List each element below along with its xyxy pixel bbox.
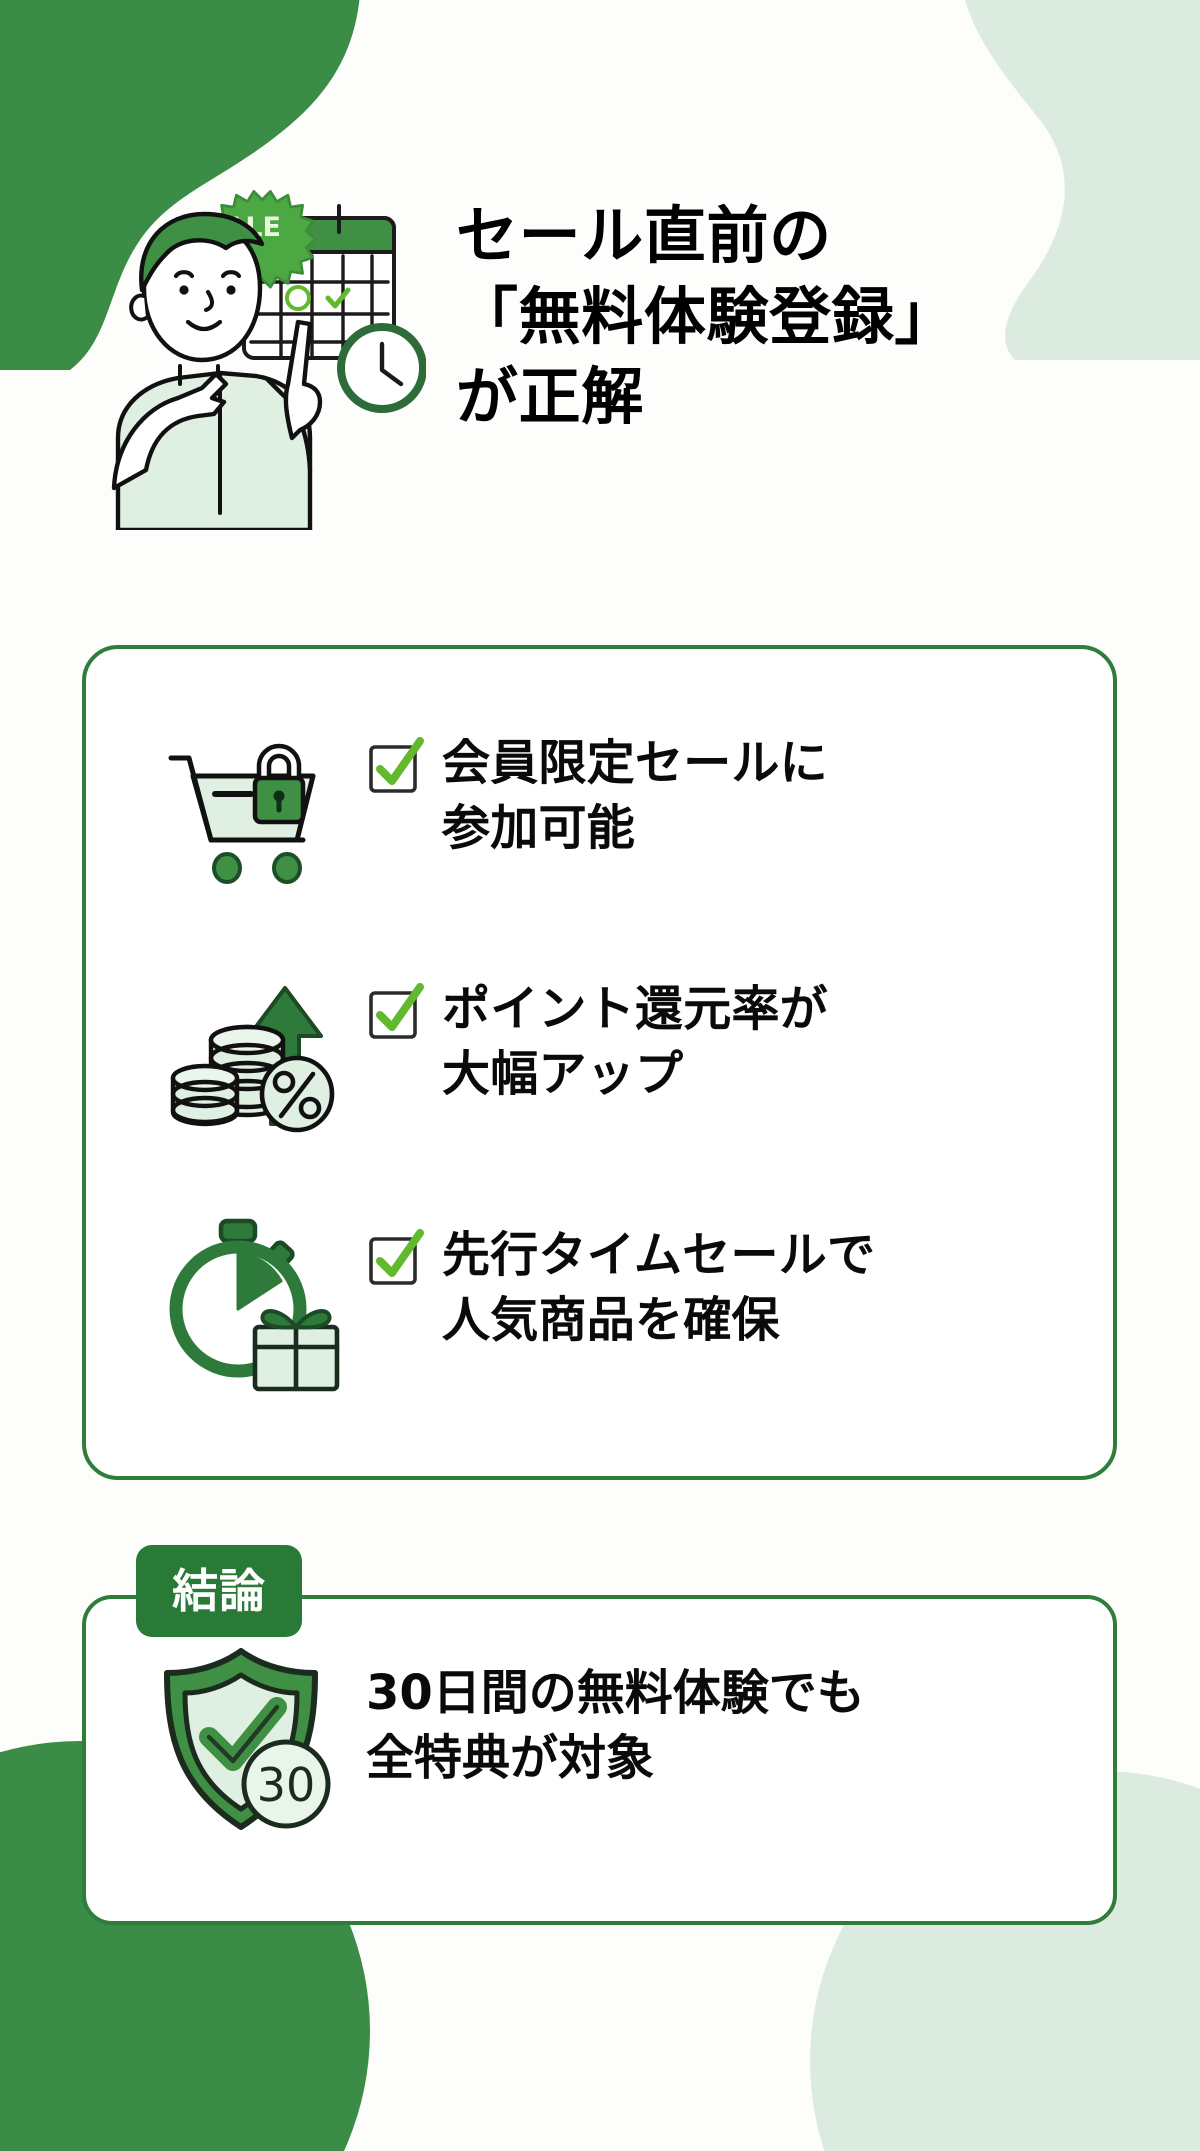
shield-check-30-days-icon: 30: [148, 1645, 338, 1845]
benefit-body: 先行タイムセールで 人気商品を確保: [368, 1205, 875, 1354]
hero-illustration: SALE: [96, 170, 427, 533]
benefit-text: ポイント還元率が 大幅アップ: [442, 977, 828, 1108]
conclusion-tab-badge: 結論: [136, 1545, 302, 1637]
benefit-body: 会員限定セールに 参加可能: [368, 713, 828, 862]
checked-checkbox-icon: [368, 983, 424, 1041]
benefit-text: 会員限定セールに 参加可能: [442, 731, 828, 862]
benefit-body: ポイント還元率が 大幅アップ: [368, 959, 828, 1108]
benefit-text-line: 参加可能: [442, 800, 635, 857]
shield-badge-number: 30: [257, 1758, 316, 1812]
coins-up-arrow-percent-icon: [148, 959, 358, 1159]
conclusion-text: 30日間の無料体験でも 全特典が対象: [366, 1661, 865, 1792]
checked-checkbox-icon: [368, 737, 424, 795]
checked-checkbox-icon: [368, 1229, 424, 1287]
benefit-item: 先行タイムセールで 人気商品を確保: [86, 1205, 1113, 1405]
title-line-3: が正解: [456, 360, 644, 434]
hero-section: SALE: [0, 150, 1200, 570]
benefit-text-line: 大幅アップ: [442, 1046, 684, 1103]
conclusion-text-line: 30日間の無料体験でも: [366, 1665, 865, 1721]
benefits-card: 会員限定セールに 参加可能: [82, 645, 1117, 1480]
benefit-text: 先行タイムセールで 人気商品を確保: [442, 1223, 875, 1354]
benefit-text-line: 先行タイムセールで: [442, 1227, 876, 1283]
conclusion-card: 結論 30: [82, 1545, 1117, 1925]
page-title: セール直前の 「無料体験登録」 が正解: [456, 196, 957, 438]
benefit-text-line: 人気商品を確保: [442, 1292, 780, 1349]
benefit-item: 会員限定セールに 参加可能: [86, 713, 1113, 913]
conclusion-text-line: 全特典が対象: [366, 1730, 655, 1787]
benefit-item: ポイント還元率が 大幅アップ: [86, 959, 1113, 1159]
clock-icon: [337, 323, 427, 413]
benefit-text-line: ポイント還元率が: [442, 981, 828, 1037]
conclusion-tab-label: 結論: [172, 1564, 266, 1618]
benefit-text-line: 会員限定セールに: [442, 735, 828, 791]
title-line-2: 「無料体験登録」: [456, 279, 957, 353]
stopwatch-gift-icon: [148, 1205, 358, 1405]
title-line-1: セール直前の: [456, 199, 832, 272]
benefits-list: 会員限定セールに 参加可能: [86, 649, 1113, 1405]
shopping-cart-lock-icon: [148, 713, 358, 913]
